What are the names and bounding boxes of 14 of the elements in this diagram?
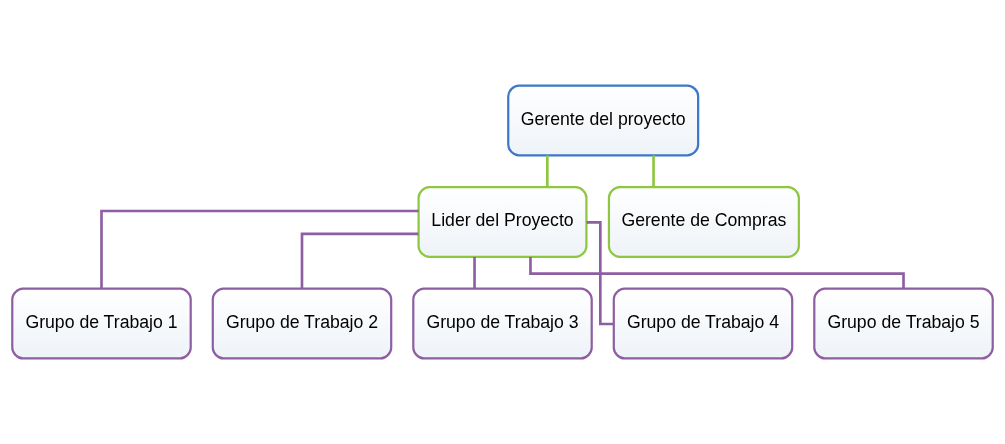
node-box: Grupo de Trabajo 5 <box>813 287 994 360</box>
node-box: Grupo de Trabajo 1 <box>11 287 192 360</box>
node-box: Gerente del proyecto <box>507 84 700 157</box>
connector <box>473 256 476 289</box>
connector <box>586 221 614 326</box>
node-box: Gerente de Compras <box>607 186 800 258</box>
connector <box>652 155 655 187</box>
node-box: Grupo de Trabajo 4 <box>612 287 794 360</box>
node-box: Grupo de Trabajo 3 <box>412 287 593 360</box>
connector <box>300 232 419 289</box>
node-box: Lider del Proyecto <box>417 186 588 258</box>
connector <box>546 155 549 187</box>
connector <box>100 209 419 289</box>
node-box: Grupo de Trabajo 2 <box>211 287 393 360</box>
